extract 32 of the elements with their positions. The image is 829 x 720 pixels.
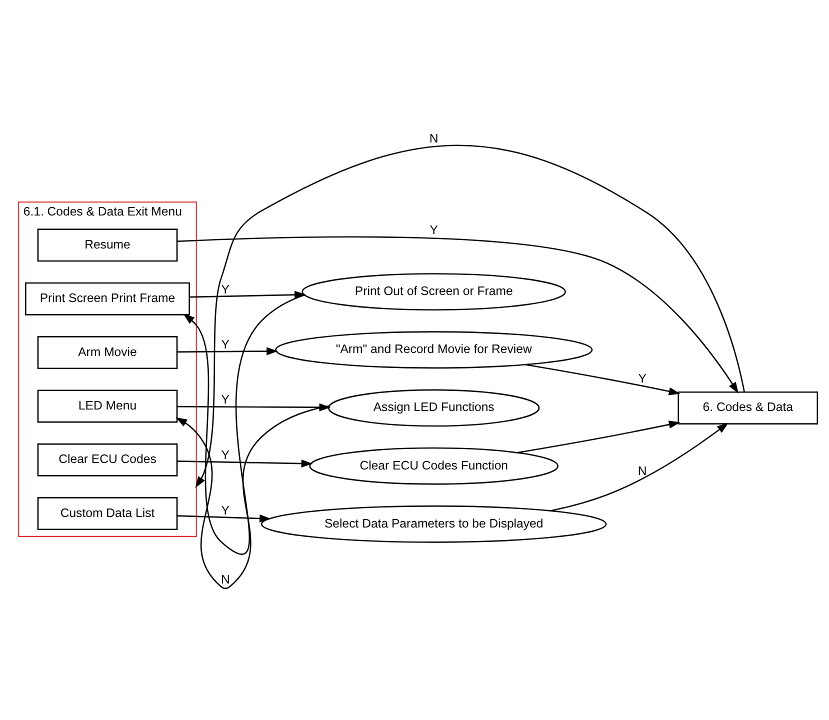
arrow bbox=[195, 144, 745, 488]
arrow bbox=[176, 404, 330, 589]
edge-label: Y bbox=[221, 392, 230, 406]
node-ellipse: Print Out of Screen or Frame bbox=[302, 272, 566, 310]
node-box: Resume bbox=[37, 228, 178, 262]
edge-label: N bbox=[429, 130, 438, 145]
arrow bbox=[183, 294, 305, 554]
node-box: Custom Data List bbox=[37, 496, 178, 530]
arrow bbox=[177, 459, 313, 468]
edge-label: Y bbox=[221, 336, 230, 351]
arrow bbox=[525, 363, 680, 395]
node-box: Clear ECU Codes bbox=[37, 442, 178, 476]
edge-label: Y bbox=[221, 282, 230, 296]
node-ellipse: Clear ECU Codes Function bbox=[309, 446, 559, 484]
arrow bbox=[550, 422, 728, 511]
node-ellipse: Assign LED Functions bbox=[328, 388, 540, 426]
node-box: Arm Movie bbox=[37, 336, 178, 369]
edge-label: Y bbox=[638, 371, 646, 386]
node-ellipse: "Arm" and Record Movie for Review bbox=[275, 330, 593, 368]
edge-label: Y bbox=[430, 222, 438, 236]
arrow bbox=[177, 236, 739, 394]
node-ellipse: Select Data Parameters to be Displayed bbox=[260, 504, 607, 542]
arrow bbox=[177, 346, 278, 355]
arrow bbox=[517, 420, 680, 453]
arrow bbox=[177, 514, 272, 522]
node-box: Print Screen Print Frame bbox=[25, 282, 190, 315]
node-box: LED Menu bbox=[37, 389, 178, 422]
node-box: 6. Codes & Data bbox=[678, 390, 818, 424]
edge-label: N bbox=[638, 464, 647, 478]
edge-label: Y bbox=[221, 503, 230, 518]
edge-label: Y bbox=[221, 448, 230, 462]
edge-label: N bbox=[220, 572, 230, 586]
